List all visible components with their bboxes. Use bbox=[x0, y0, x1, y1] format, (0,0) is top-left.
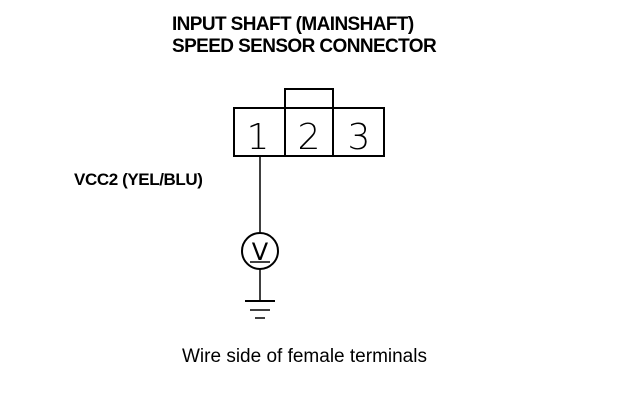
connector-latch bbox=[284, 88, 334, 109]
voltmeter-symbol: V bbox=[252, 238, 269, 266]
pin-2-label: 2 bbox=[298, 117, 321, 158]
ground-icon bbox=[245, 300, 275, 319]
wire-label: VCC2 (YEL/BLU) bbox=[74, 170, 203, 189]
diagram-title-line1: INPUT SHAFT (MAINSHAFT) bbox=[172, 14, 414, 35]
diagram-caption: Wire side of female terminals bbox=[182, 346, 427, 367]
diagram-title-line2: SPEED SENSOR CONNECTOR bbox=[172, 36, 437, 57]
pin-1-label: 1 bbox=[247, 117, 270, 158]
connector-body bbox=[233, 107, 385, 157]
voltmeter-icon: V bbox=[241, 232, 279, 270]
pin-3-label: 3 bbox=[348, 117, 371, 158]
